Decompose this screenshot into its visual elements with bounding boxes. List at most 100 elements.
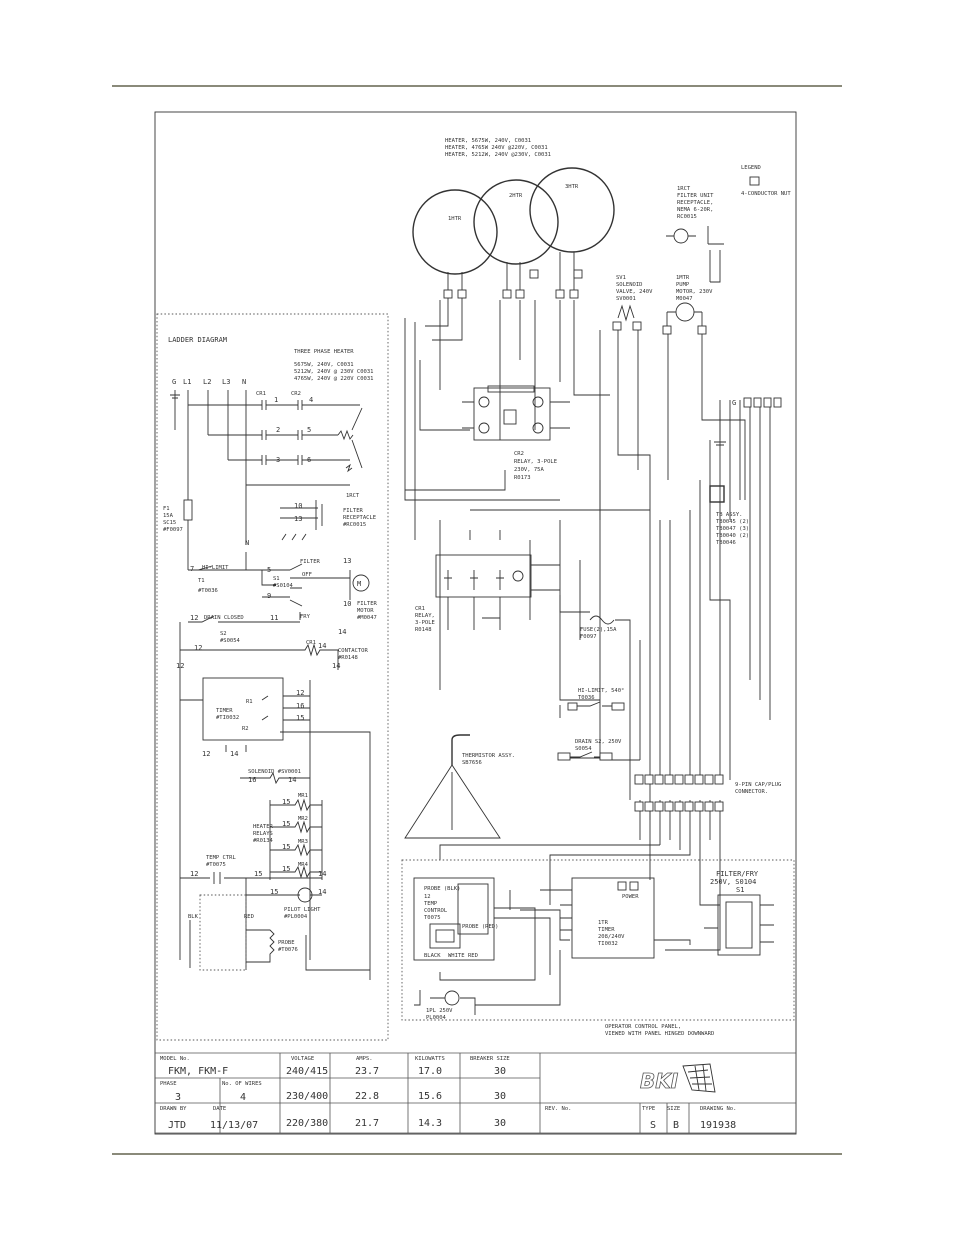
line-n: N: [242, 378, 246, 386]
hr-r2: T0036: [578, 695, 595, 701]
right-wiring: [404, 298, 771, 951]
blk-label: BLK: [188, 914, 199, 920]
dr-r1: DRAIN S2, 250V: [575, 739, 622, 745]
nine-pin-connector: 9-PIN CAP/PLUG CONNECTOR.: [634, 774, 781, 812]
wn-5: 5: [307, 426, 311, 434]
hr-r1: HI-LIMIT, 540°: [578, 688, 624, 694]
tb-l4: TB0040 (2): [716, 533, 749, 539]
tp-1: POWER: [622, 894, 639, 900]
bki-logo: BKI: [640, 1063, 716, 1093]
fs-fry: FRY: [300, 614, 311, 620]
cr2-l3: 230V, 75A: [514, 467, 544, 473]
operator-panel-frame: [401, 859, 795, 1021]
ct-1: CONTACTOR: [338, 648, 368, 654]
tb-model: FKM, FKM-F: [168, 1066, 228, 1077]
wn-4: 4: [309, 396, 313, 404]
wn-14b: 14: [318, 642, 326, 650]
pump-line-1: 1MTR: [676, 275, 690, 281]
n-label-2: N: [245, 539, 249, 547]
wn-15a: 15: [296, 714, 304, 722]
motor-m: M: [357, 580, 361, 588]
heater-2-coil: [473, 179, 559, 265]
cr1-l1: CR1: [415, 606, 425, 612]
heater-note-1: HEATER, 5675W, 240V, C0031: [445, 138, 531, 144]
cr1-label: CR1: [256, 391, 266, 397]
tb-date: 11/13/07: [210, 1120, 258, 1131]
r1-volt: 240/415: [286, 1066, 328, 1077]
wn-14f: 14: [318, 870, 326, 878]
tc-2: #T0075: [206, 862, 226, 868]
pl-1: PILOT LIGHT: [284, 907, 321, 913]
pp-6: PROBE (RED): [462, 924, 498, 930]
wn-15c: 15: [282, 820, 290, 828]
title-block: MODEL No. VOLTAGE AMPS. KILOWATTS BREAKE…: [155, 1052, 796, 1134]
mr3: MR3: [298, 839, 308, 845]
hr-1: HEATER: [253, 824, 274, 830]
timer-panel: POWER 1TR TIMER 208/240V TI0032: [571, 877, 655, 959]
filter-switch-label: FILTER S1 #S0104 OFF FRY: [273, 559, 321, 620]
tp-line-1: THREE PHASE HEATER: [294, 349, 354, 355]
heater-coils: 1HTR 2HTR 3HTR: [412, 167, 615, 299]
dr-2: S2: [220, 631, 227, 637]
heater-1-label: 1HTR: [448, 216, 462, 222]
cr1-relay: CR1 RELAY, 3-POLE R0148: [415, 554, 560, 633]
fs-2: S1: [273, 576, 280, 582]
pp-2: 12: [424, 894, 431, 900]
dr-1: DRAIN CLOSED: [204, 615, 244, 621]
wn-2: 2: [276, 426, 280, 434]
fs-off: OFF: [302, 572, 312, 578]
r3-amps: 21.7: [355, 1118, 379, 1129]
r1-brk: 30: [494, 1066, 506, 1077]
heater-note-2: HEATER, 4765W 240V @220V, C0031: [445, 145, 548, 151]
filter-motor-label: FILTER MOTOR #M0047: [357, 601, 378, 621]
wn-13a: 13: [294, 515, 302, 523]
fs-3: #S0104: [273, 583, 294, 589]
wn-15b: 15: [282, 798, 290, 806]
sv-line-2: SOLENOID: [616, 282, 643, 288]
tb-wires: 4: [240, 1092, 246, 1103]
tp-5: TI0032: [598, 941, 618, 947]
rcpt-line-4: NEMA 6-20R,: [677, 207, 713, 213]
th-1: THERMISTOR ASSY.: [462, 753, 515, 759]
ff-2: 250V, S0104: [710, 878, 756, 886]
cr1-l4: R0148: [415, 627, 432, 633]
wn-5b: 5: [267, 566, 271, 574]
temp-control-panel: PROBE (BLK) 12 TEMP CONTROL T0075 PROBE …: [413, 877, 498, 961]
bottom-rule: [112, 1153, 842, 1155]
probe-label: PROBE #T0076: [278, 940, 298, 953]
tm-1: TIMER: [216, 708, 233, 714]
hd-date: DATE: [213, 1106, 226, 1112]
cap-2: VIEWED WITH PANEL HINGED DOWNWARD: [605, 1031, 714, 1037]
lr-4: #RC0015: [343, 522, 366, 528]
pr-2: #T0076: [278, 947, 298, 953]
pp-4: CONTROL: [424, 908, 448, 914]
terminal-block: TB ASSY. TB0045 (2) TB0047 (3) TB0040 (2…: [709, 397, 782, 546]
timer-label: TIMER #TI0032 R1 R2: [216, 699, 253, 732]
hd-amps: AMPS.: [356, 1056, 373, 1062]
rcpt-line-5: RC0015: [677, 214, 697, 220]
mr4: MR4: [298, 862, 309, 868]
pp-1: PROBE (BLK): [424, 886, 460, 892]
tb-drawn: JTD: [168, 1120, 186, 1131]
heater-note-3: HEATER, 5212W, 240V @230V, C0031: [445, 152, 551, 158]
pp-9: RED: [468, 953, 478, 959]
thermistor: THERMISTOR ASSY. SB7656: [404, 734, 515, 839]
lr-2: FILTER: [343, 508, 364, 514]
tc-1: TEMP CTRL: [206, 855, 236, 861]
r3-volt: 220/380: [286, 1118, 328, 1129]
filter-receptacle-top: 1RCT FILTER UNIT RECEPTACLE, NEMA 6-20R,…: [666, 186, 724, 283]
pln-1: 1PL 250V: [426, 1008, 453, 1014]
wn-12c: 12: [176, 662, 184, 670]
pr-1: PROBE: [278, 940, 295, 946]
hl-2: T1: [198, 578, 205, 584]
tp-line-2: 5675W, 240V, C0031: [294, 362, 354, 368]
cr2-l1: CR2: [514, 451, 524, 457]
hd-breaker: BREAKER SIZE: [470, 1056, 510, 1062]
cr1-l3: 3-POLE: [415, 620, 435, 626]
dr-r2: S0054: [575, 746, 592, 752]
contactor-label: CONTACTOR #R0148: [338, 648, 368, 661]
hilimit-right: HI-LIMIT, 540° T0036: [567, 688, 625, 711]
tp-line-3: 5212W, 240V @ 230V C0031: [294, 369, 373, 375]
heater-1-coil: [412, 189, 498, 275]
heater-3-coil: [529, 167, 615, 253]
